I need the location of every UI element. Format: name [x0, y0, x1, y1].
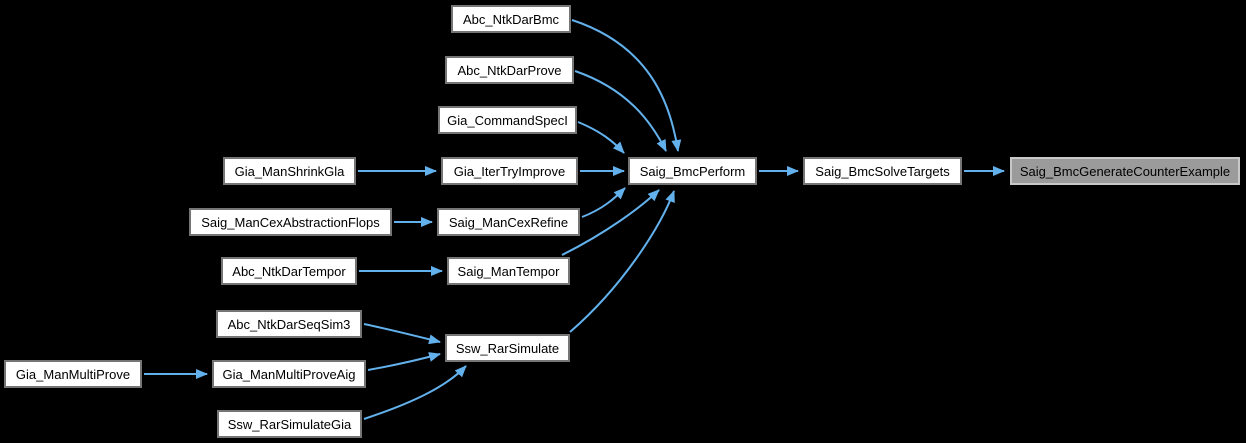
edge-Ssw_RarSimulateGia-to-Ssw_RarSimulate: [363, 365, 467, 420]
graph-node-Saig_ManTempor[interactable]: Saig_ManTempor: [447, 257, 570, 285]
graph-node-Saig_BmcPerform[interactable]: Saig_BmcPerform: [628, 157, 757, 185]
edge-group: [144, 19, 1005, 420]
graph-node-Gia_IterTryImprove[interactable]: Gia_IterTryImprove: [441, 157, 578, 185]
graph-node-Abc_NtkDarSeqSim3[interactable]: Abc_NtkDarSeqSim3: [216, 310, 362, 338]
graph-node-Gia_CommandSpecI[interactable]: Gia_CommandSpecI: [438, 106, 577, 134]
edge-Gia_ManMultiProveAig-to-Ssw_RarSimulate: [367, 352, 441, 371]
graph-node-Abc_NtkDarTempor[interactable]: Abc_NtkDarTempor: [221, 257, 357, 285]
edge-Abc_NtkDarSeqSim3-to-Ssw_RarSimulate: [363, 323, 441, 345]
graph-node-Gia_ManMultiProve[interactable]: Gia_ManMultiProve: [4, 360, 142, 388]
graph-node-Ssw_RarSimulate[interactable]: Ssw_RarSimulate: [445, 334, 570, 362]
graph-node-Abc_NtkDarProve[interactable]: Abc_NtkDarProve: [445, 56, 574, 84]
graph-node-Gia_ManShrinkGla[interactable]: Gia_ManShrinkGla: [223, 157, 356, 185]
edge-Abc_NtkDarBmc-to-Saig_BmcPerform: [571, 19, 682, 152]
graph-node-Saig_ManCexRefine[interactable]: Saig_ManCexRefine: [437, 208, 580, 236]
graph-node-Ssw_RarSimulateGia[interactable]: Ssw_RarSimulateGia: [217, 410, 362, 438]
graph-node-Abc_NtkDarBmc[interactable]: Abc_NtkDarBmc: [451, 5, 571, 33]
edge-Ssw_RarSimulate-to-Saig_BmcPerform: [569, 190, 675, 333]
edge-Saig_ManCexRefine-to-Saig_BmcPerform: [581, 187, 626, 218]
graph-node-Saig_BmcGenerateCounterExample: Saig_BmcGenerateCounterExample: [1010, 157, 1240, 185]
edge-Saig_ManTempor-to-Saig_BmcPerform: [561, 189, 660, 256]
edge-Abc_NtkDarProve-to-Saig_BmcPerform: [574, 70, 667, 152]
edge-Gia_CommandSpecI-to-Saig_BmcPerform: [577, 121, 625, 154]
graph-node-Saig_BmcSolveTargets[interactable]: Saig_BmcSolveTargets: [803, 157, 962, 185]
graph-node-Gia_ManMultiProveAig[interactable]: Gia_ManMultiProveAig: [212, 360, 366, 388]
graph-node-Saig_ManCexAbstractionFlops[interactable]: Saig_ManCexAbstractionFlops: [189, 208, 392, 236]
